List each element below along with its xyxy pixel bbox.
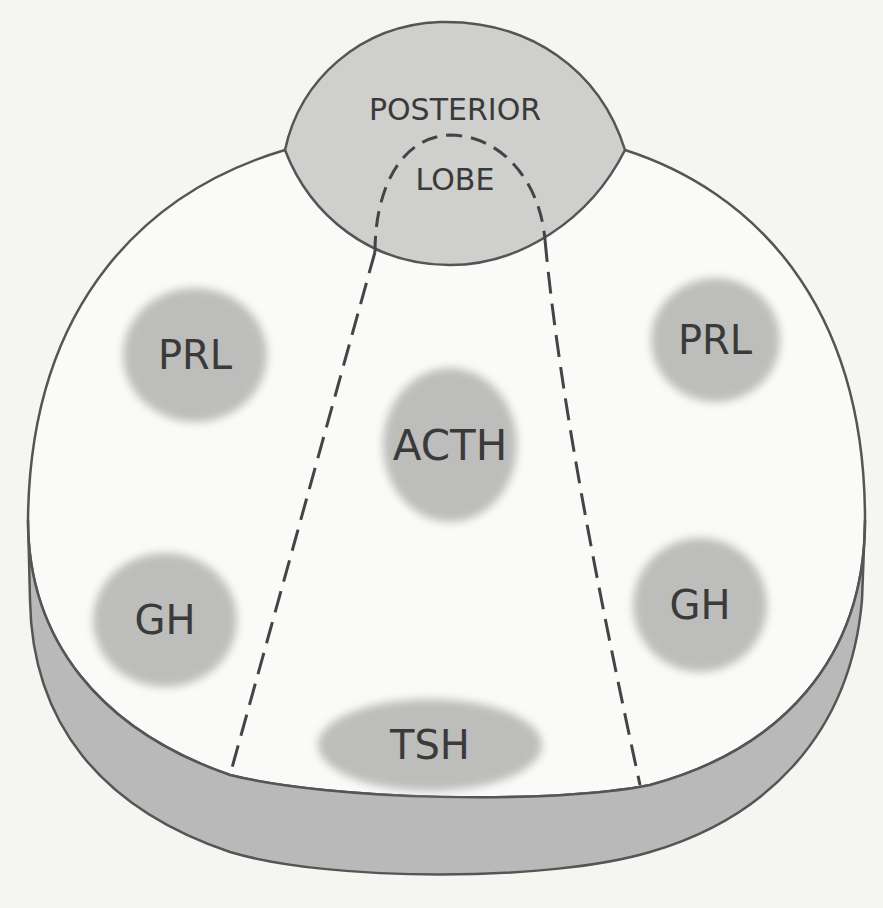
hormone-cell-region: GH [85, 545, 245, 695]
hormone-label: TSH [390, 722, 470, 768]
lobe-shape [285, 22, 625, 265]
hormone-label: GH [669, 582, 730, 628]
lobe-outline [285, 20, 625, 265]
posterior-lobe: POSTERIOR LOBE [285, 20, 625, 265]
blob-fill [651, 278, 780, 402]
median-wedge-right [545, 240, 640, 785]
hormone-cell-region: GH [625, 530, 775, 680]
hormone-cell-region: PRL [115, 280, 275, 430]
lobe-label: POSTERIOR LOBE [369, 75, 541, 215]
blob-fill [383, 368, 517, 522]
blob-fill [93, 553, 237, 687]
blob-fill [633, 538, 767, 672]
hormone-label: GH [134, 597, 195, 643]
gland-underside-band [28, 520, 865, 875]
blob-fill [318, 699, 542, 791]
hormone-cell-region: TSH [310, 691, 550, 799]
hormone-cell-region: ACTH [375, 360, 525, 530]
hormone-label: PRL [158, 332, 232, 378]
blob-fill [123, 288, 267, 422]
hormone-cell-region: PRL [643, 270, 788, 410]
hormone-label: ACTH [393, 421, 508, 470]
hormone-label: PRL [678, 317, 752, 363]
